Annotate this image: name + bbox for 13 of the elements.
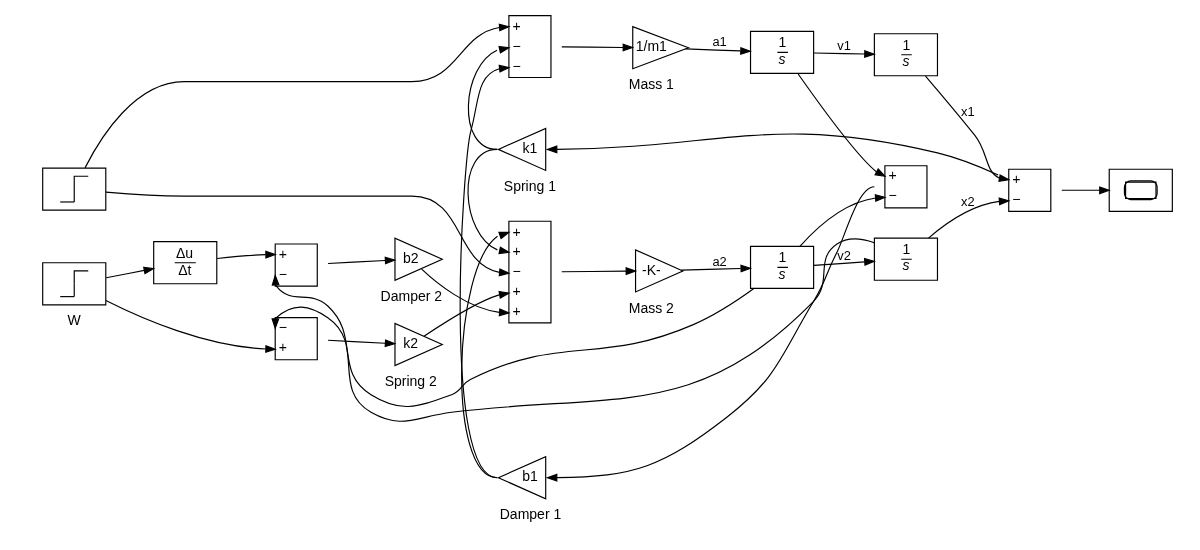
edge-label: a2 xyxy=(711,254,727,269)
node-label: Damper 1 xyxy=(499,506,561,523)
node-label: W xyxy=(67,312,81,329)
node-label: Spring 2 xyxy=(384,373,437,390)
node-label: Mass 2 xyxy=(628,299,674,316)
edge-label: x2 xyxy=(960,194,975,210)
node-label: Spring 1 xyxy=(503,177,556,194)
edge-label: x1 xyxy=(960,104,975,120)
node-label: Mass 1 xyxy=(628,76,674,93)
edge-label: v2 xyxy=(836,248,851,264)
node-label: Damper 2 xyxy=(380,287,442,304)
edge-label: a1 xyxy=(711,34,727,50)
edge-label: v1 xyxy=(836,37,851,53)
